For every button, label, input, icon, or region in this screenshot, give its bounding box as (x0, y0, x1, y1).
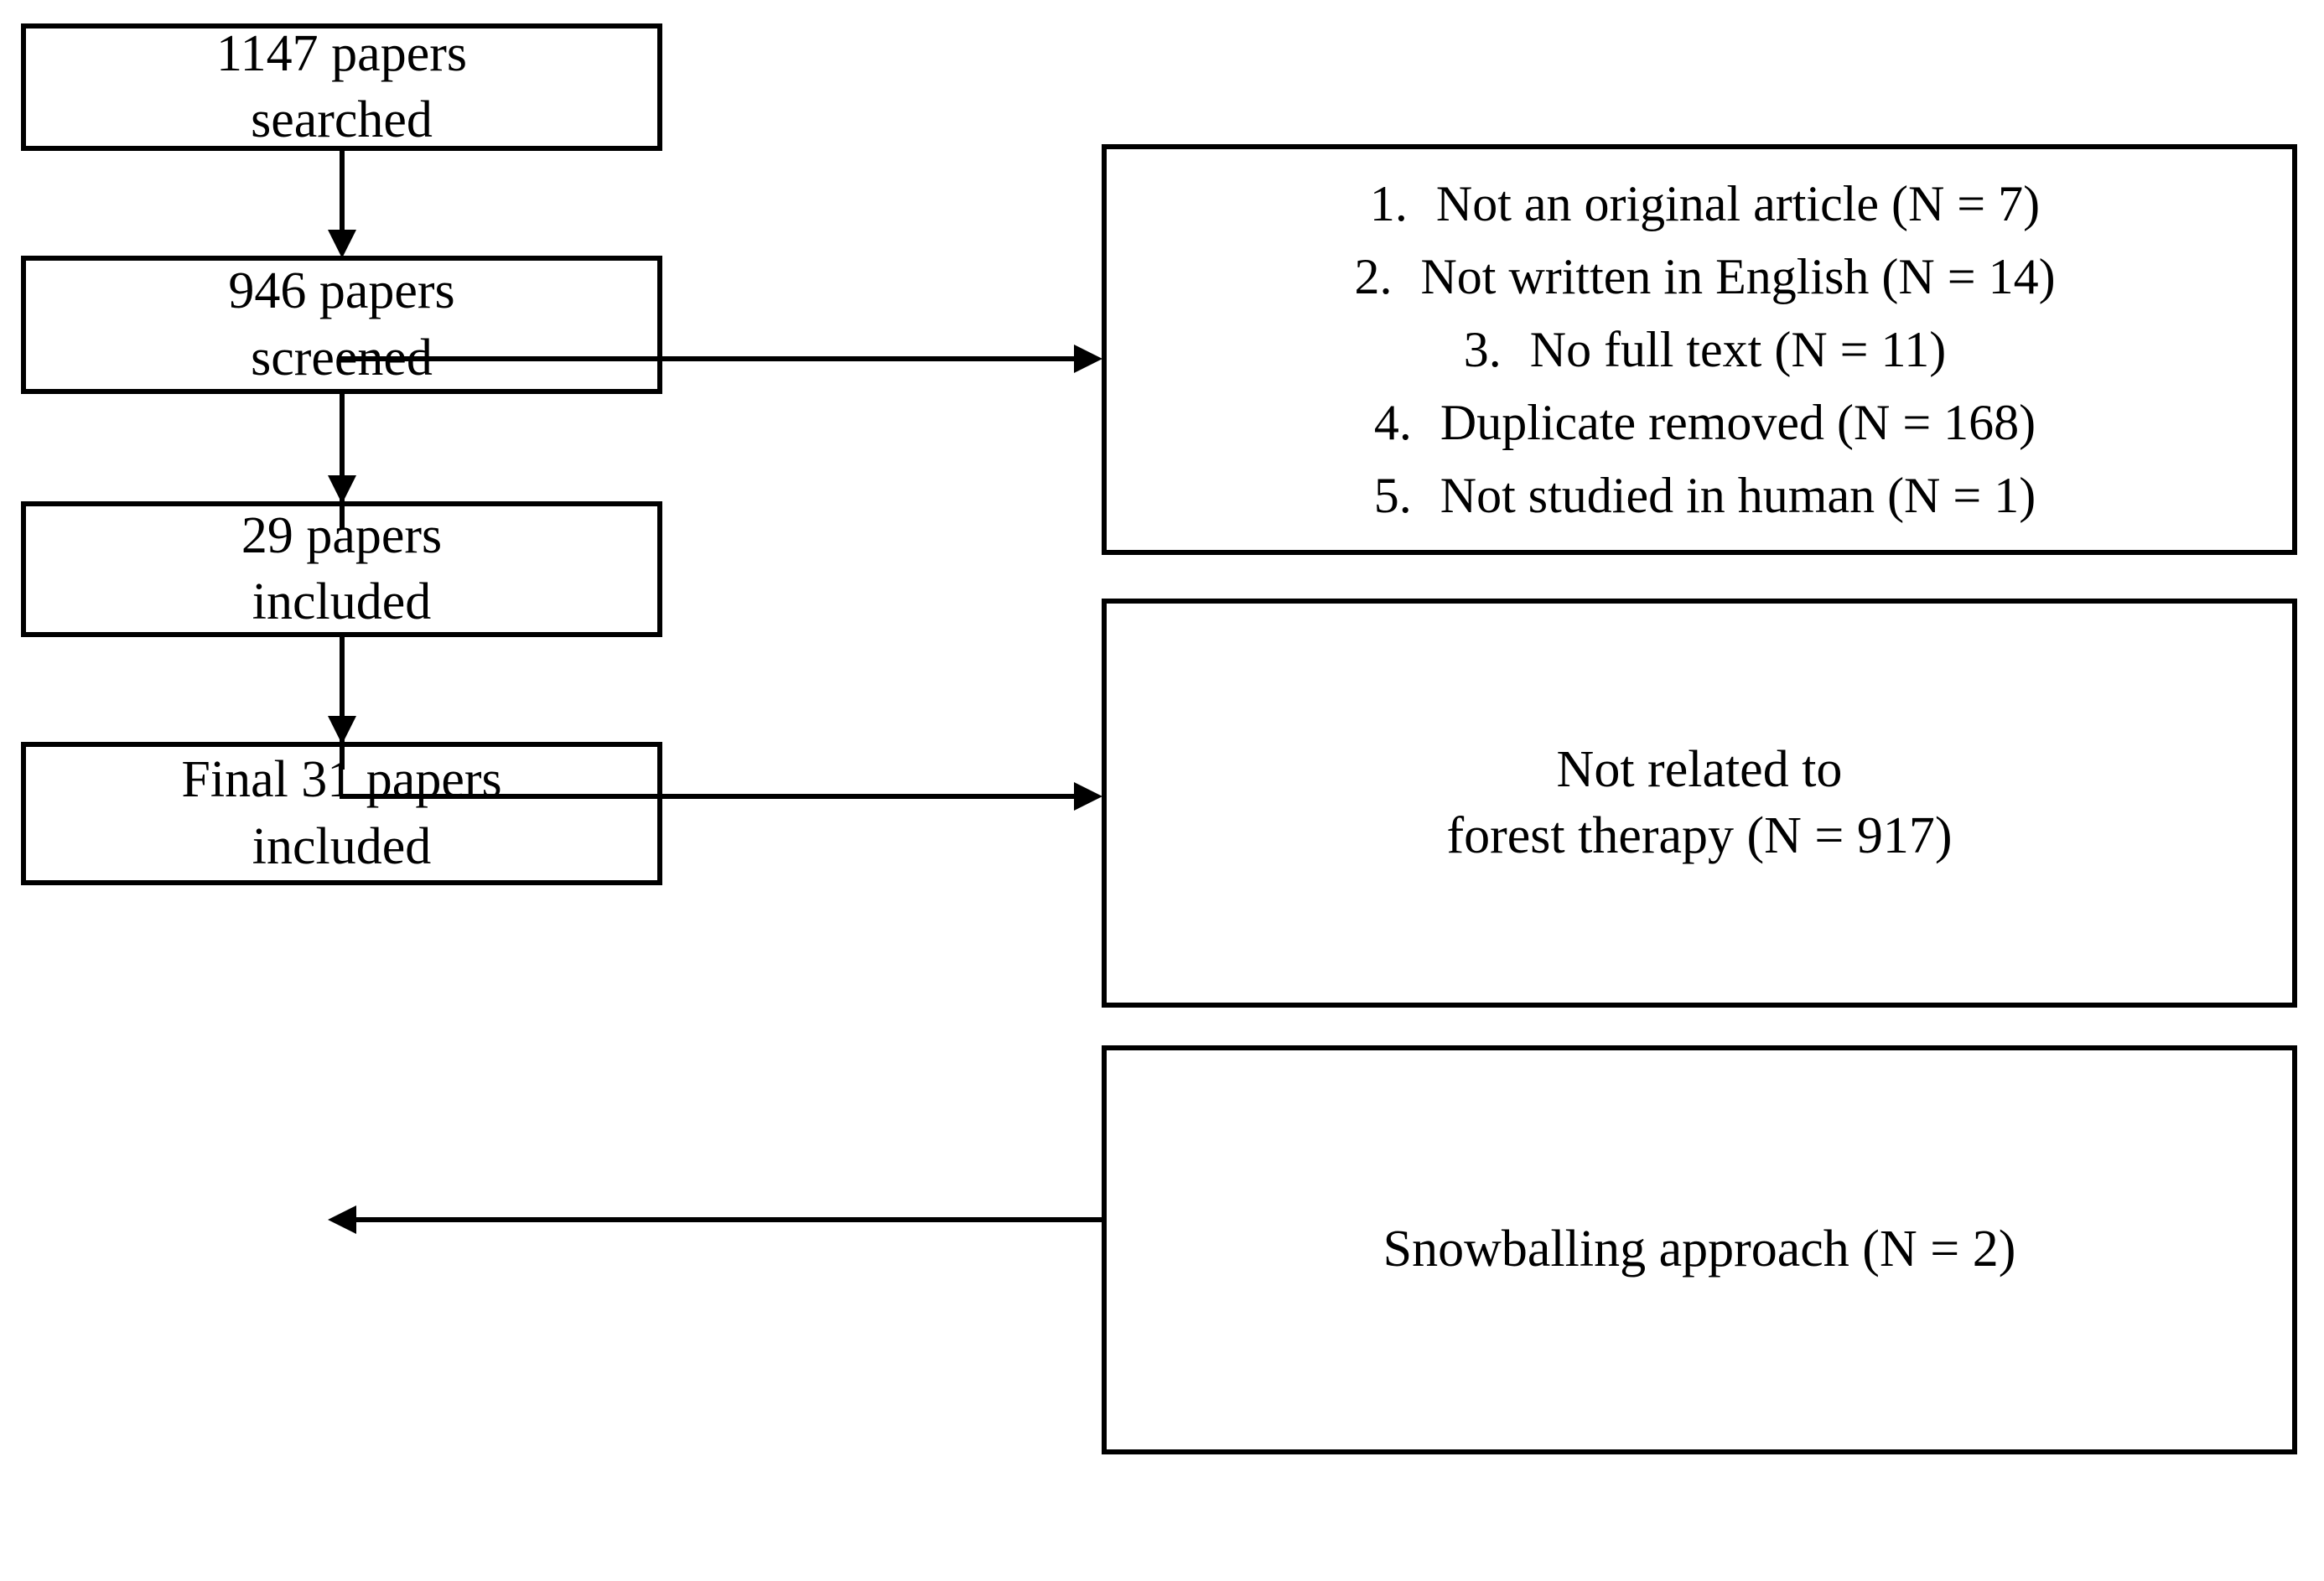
exclusion-reason-item: 1. Not an original article (N = 7) (1107, 168, 2292, 241)
exclusion-reason-label: Duplicate removed (N = 168) (1440, 394, 2036, 450)
exclusion-reason-label: No full text (N = 11) (1529, 321, 1947, 377)
exclusion-reason-item: 5. Not studied in human (N = 1) (1107, 459, 2292, 532)
arrow-head-into-not-related (1074, 782, 1102, 811)
exclusion-reason-label: Not studied in human (N = 1) (1440, 467, 2036, 523)
not-related-exclusion-label: Not related to forest therapy (N = 917) (1446, 740, 1953, 864)
connector-screened-to-included (340, 394, 345, 530)
stage-label-papers-searched: 1147 papers searched (215, 24, 467, 148)
stage-label-papers-included: 29 papers included (241, 506, 443, 630)
connector-searched-to-screened (340, 151, 345, 241)
stage-box-papers-screened: 946 papers screened (21, 256, 662, 394)
connector-searched-to-exclusions (340, 356, 1077, 361)
arrow-head-into-final (328, 716, 356, 744)
connector-snowballing-to-final (345, 1217, 1102, 1222)
exclusion-reason-number: 1. (1369, 175, 1408, 231)
not-related-exclusion-box: Not related to forest therapy (N = 917) (1102, 599, 2297, 1008)
exclusion-reason-label: Not written in English (N = 14) (1420, 248, 2056, 304)
stage-label-papers-screened: 946 papers screened (228, 262, 455, 386)
connector-included-to-final (340, 637, 345, 770)
exclusion-reason-item: 4. Duplicate removed (N = 168) (1107, 386, 2292, 459)
exclusion-reasons-box: 1. Not an original article (N = 7) 2. Not … (1102, 144, 2297, 555)
arrow-head-into-screened (328, 230, 356, 258)
exclusion-reasons-list: 1. Not an original article (N = 7) 2. Not … (1107, 168, 2292, 532)
exclusion-reason-number: 2. (1354, 248, 1393, 304)
exclusion-reason-number: 5. (1373, 467, 1412, 523)
connector-screened-to-not-related (340, 794, 1077, 799)
exclusion-reason-number: 4. (1373, 394, 1412, 450)
arrow-head-into-included (328, 475, 356, 504)
arrow-head-into-exclusions (1074, 345, 1102, 373)
snowballing-approach-box: Snowballing approach (N = 2) (1102, 1045, 2297, 1454)
exclusion-reason-item: 3. No full text (N = 11) (1107, 314, 2292, 386)
exclusion-reason-number: 3. (1463, 321, 1502, 377)
stage-box-papers-searched: 1147 papers searched (21, 23, 662, 151)
exclusion-reason-label: Not an original article (N = 7) (1435, 175, 2041, 231)
snowballing-approach-label: Snowballing approach (N = 2) (1382, 1221, 2016, 1278)
arrow-head-into-final-spine (328, 1205, 356, 1234)
exclusion-reason-item: 2. Not written in English (N = 14) (1107, 241, 2292, 314)
